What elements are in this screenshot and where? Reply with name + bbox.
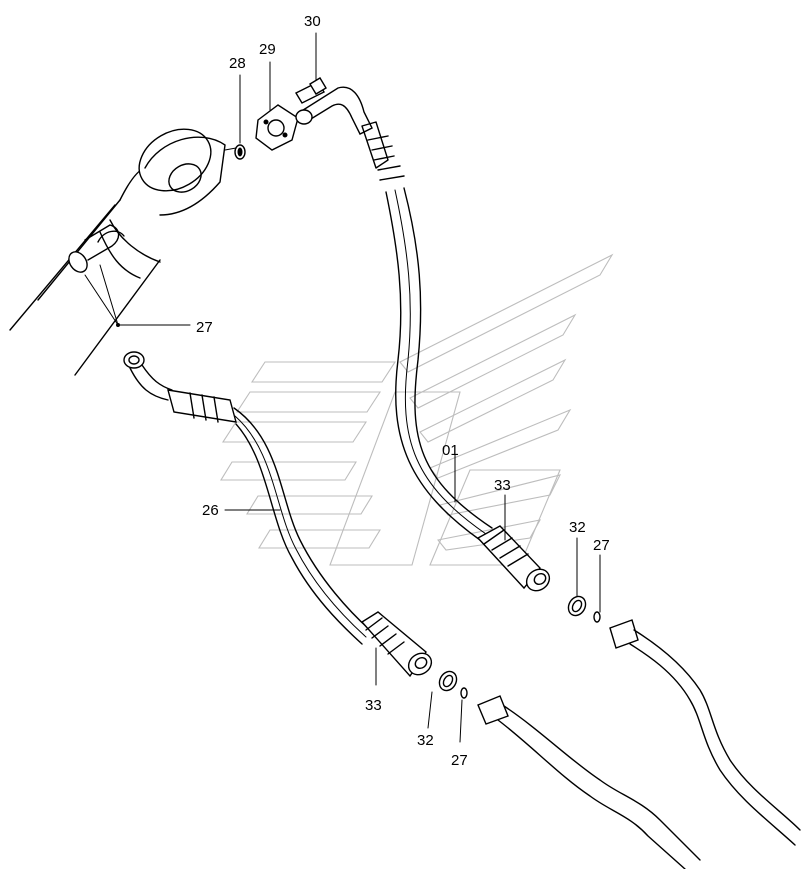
hose-26 bbox=[123, 351, 433, 678]
callout-33-bottom: 33 bbox=[365, 697, 382, 714]
callout-32-bottom: 32 bbox=[417, 732, 434, 749]
watermark-logo bbox=[220, 253, 614, 566]
callout-01: 01 bbox=[442, 442, 459, 459]
callout-32-right: 32 bbox=[569, 519, 586, 536]
hose-01 bbox=[295, 86, 551, 592]
callout-27-right: 27 bbox=[593, 537, 610, 554]
ring-27-right bbox=[593, 554, 601, 623]
flange-29 bbox=[255, 61, 299, 151]
callout-26: 26 bbox=[202, 502, 219, 519]
leader-lines bbox=[84, 264, 506, 686]
callout-27-bottom: 27 bbox=[451, 752, 468, 769]
callout-28: 28 bbox=[229, 55, 246, 72]
callout-33-right: 33 bbox=[494, 477, 511, 494]
bolt-30 bbox=[295, 32, 327, 104]
o-ring-28 bbox=[234, 74, 246, 160]
ring-32-bottom bbox=[427, 670, 458, 729]
pipe-right bbox=[609, 619, 801, 846]
upper-left-fitting bbox=[9, 128, 237, 376]
pipe-bottom bbox=[477, 695, 701, 869]
ring-27-bottom bbox=[459, 687, 468, 743]
callout-29: 29 bbox=[259, 41, 276, 58]
ring-32-right bbox=[567, 537, 587, 617]
callout-27-top: 27 bbox=[196, 319, 213, 336]
callout-30: 30 bbox=[304, 13, 321, 30]
